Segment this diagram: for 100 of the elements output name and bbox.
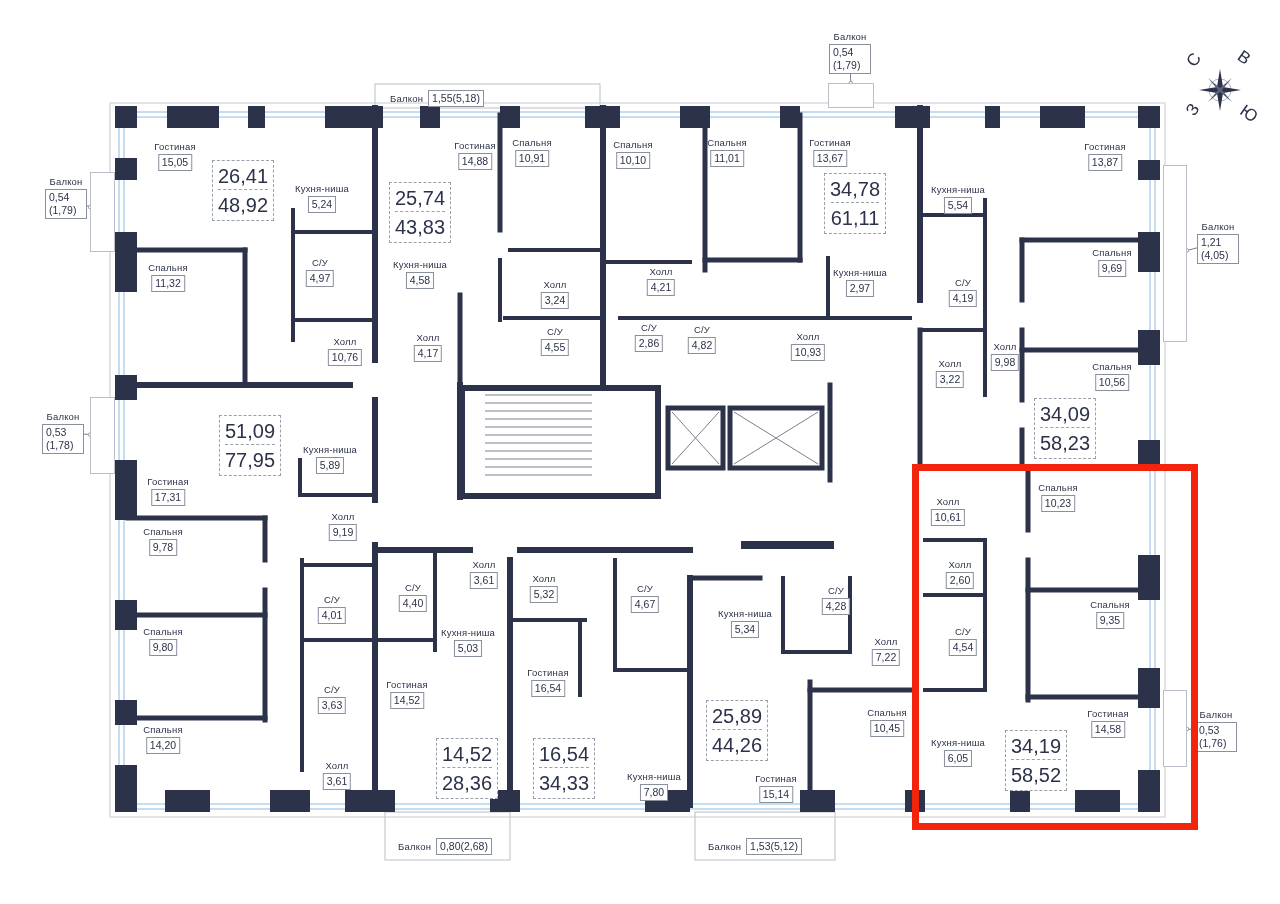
area-value: 2,86 bbox=[634, 335, 664, 352]
area-value: 14,88 bbox=[457, 153, 493, 170]
total-area-value: 28,36 bbox=[441, 767, 493, 796]
living-area-value: 25,74 bbox=[394, 186, 446, 211]
area-value: 0,53 (1,78) bbox=[42, 424, 84, 454]
area-value: 4,54 bbox=[948, 639, 978, 656]
area-value: 4,67 bbox=[630, 596, 660, 613]
room-name: С/У bbox=[323, 684, 341, 695]
compass-direction-letter: З bbox=[1182, 100, 1205, 120]
living-area-value: 34,78 bbox=[829, 177, 881, 202]
room-name: Спальня bbox=[143, 724, 183, 735]
room-name: Кухня-ниша bbox=[295, 183, 349, 194]
area-summary-box bbox=[435, 738, 499, 799]
living-area-value: 25,89 bbox=[711, 704, 763, 729]
area-value: 9,80 bbox=[148, 639, 178, 656]
area-value: 5,03 bbox=[453, 640, 483, 657]
room-name: С/У bbox=[954, 626, 972, 637]
living-area-value: 16,54 bbox=[538, 742, 590, 767]
room-name: Холл bbox=[993, 341, 1017, 352]
area-value: 15,05 bbox=[157, 154, 193, 171]
area-value: 3,63 bbox=[317, 697, 347, 714]
room-name: Гостиная bbox=[154, 141, 196, 152]
total-area-value: 77,95 bbox=[224, 444, 276, 473]
room-name: Гостиная bbox=[454, 140, 496, 151]
area-value: 9,98 bbox=[990, 354, 1020, 371]
total-area-value: 34,33 bbox=[538, 767, 590, 796]
room-name: Спальня bbox=[1038, 482, 1078, 493]
balcony-label: Балкон bbox=[833, 31, 867, 42]
area-value: 0,54 (1,79) bbox=[829, 44, 871, 74]
balcony-label: Балкон bbox=[390, 93, 424, 104]
balcony-outline bbox=[1163, 690, 1187, 767]
area-summary-box bbox=[1004, 730, 1068, 791]
room-name: Холл bbox=[938, 358, 962, 369]
room-name: С/У bbox=[311, 257, 329, 268]
area-value: 15,14 bbox=[758, 786, 794, 803]
area-value: 14,20 bbox=[145, 737, 181, 754]
area-value: 3,22 bbox=[935, 371, 965, 388]
room-name: Спальня bbox=[707, 137, 747, 148]
area-value: 13,67 bbox=[812, 150, 848, 167]
balcony-outline bbox=[90, 397, 115, 474]
area-value: 10,76 bbox=[327, 349, 363, 366]
room-name: Холл bbox=[333, 336, 357, 347]
room-name: Гостиная bbox=[386, 679, 428, 690]
room-name: Гостиная bbox=[1084, 141, 1126, 152]
area-summary-box bbox=[823, 173, 887, 234]
area-value: 0,53 (1,76) bbox=[1195, 722, 1237, 752]
room-name: Кухня-ниша bbox=[833, 267, 887, 278]
area-value: 0,54 (1,79) bbox=[45, 189, 87, 219]
compass-direction-letter: С bbox=[1182, 49, 1206, 71]
room-name: С/У bbox=[636, 583, 654, 594]
room-name: Холл bbox=[874, 636, 898, 647]
room-name: Гостиная bbox=[809, 137, 851, 148]
room-name: Спальня bbox=[867, 707, 907, 718]
room-name: С/У bbox=[954, 277, 972, 288]
area-value: 6,05 bbox=[943, 750, 973, 767]
area-value: 4,28 bbox=[821, 598, 851, 615]
area-value: 17,31 bbox=[150, 489, 186, 506]
area-value: 10,91 bbox=[514, 150, 550, 167]
balcony-outline bbox=[90, 172, 115, 252]
compass-direction-letter: В bbox=[1233, 46, 1255, 70]
area-value: 4,21 bbox=[646, 279, 676, 296]
room-name: Спальня bbox=[1092, 361, 1132, 372]
living-area-value: 34,19 bbox=[1010, 734, 1062, 759]
total-area-value: 58,52 bbox=[1010, 759, 1062, 788]
area-summary-box bbox=[211, 160, 275, 221]
room-name: Холл bbox=[532, 573, 556, 584]
room-name: Спальня bbox=[512, 137, 552, 148]
room-name: Холл bbox=[796, 331, 820, 342]
balcony-label: Балкон bbox=[398, 841, 432, 852]
area-summary-box bbox=[388, 182, 452, 243]
room-name: Холл bbox=[948, 559, 972, 570]
area-value: 2,60 bbox=[945, 572, 975, 589]
room-name: Холл bbox=[331, 511, 355, 522]
room-name: Кухня-ниша bbox=[718, 608, 772, 619]
area-value: 5,24 bbox=[307, 196, 337, 213]
room-name: С/У bbox=[693, 324, 711, 335]
area-value: 4,55 bbox=[540, 339, 570, 356]
total-area-value: 61,11 bbox=[830, 202, 880, 231]
area-value: 10,10 bbox=[615, 152, 651, 169]
room-name: Спальня bbox=[1092, 247, 1132, 258]
area-value: 9,69 bbox=[1097, 260, 1127, 277]
room-name: С/У bbox=[404, 582, 422, 593]
room-name: Спальня bbox=[613, 139, 653, 150]
area-value: 4,19 bbox=[948, 290, 978, 307]
room-name: С/У bbox=[640, 322, 658, 333]
room-name: С/У bbox=[546, 326, 564, 337]
living-area-value: 51,09 bbox=[224, 419, 276, 444]
area-value: 5,54 bbox=[943, 197, 973, 214]
living-area-value: 26,41 bbox=[217, 164, 269, 189]
area-value: 10,23 bbox=[1040, 495, 1076, 512]
room-name: Спальня bbox=[1090, 599, 1130, 610]
living-area-value: 14,52 bbox=[441, 742, 493, 767]
area-value: 9,19 bbox=[328, 524, 358, 541]
room-name: Кухня-ниша bbox=[393, 259, 447, 270]
area-value: 1,55(5,18) bbox=[428, 90, 484, 107]
area-value: 13,87 bbox=[1087, 154, 1123, 171]
area-value: 14,52 bbox=[389, 692, 425, 709]
area-value: 14,58 bbox=[1090, 721, 1126, 738]
area-summary-box bbox=[1033, 398, 1097, 459]
area-value: 11,32 bbox=[151, 275, 185, 292]
